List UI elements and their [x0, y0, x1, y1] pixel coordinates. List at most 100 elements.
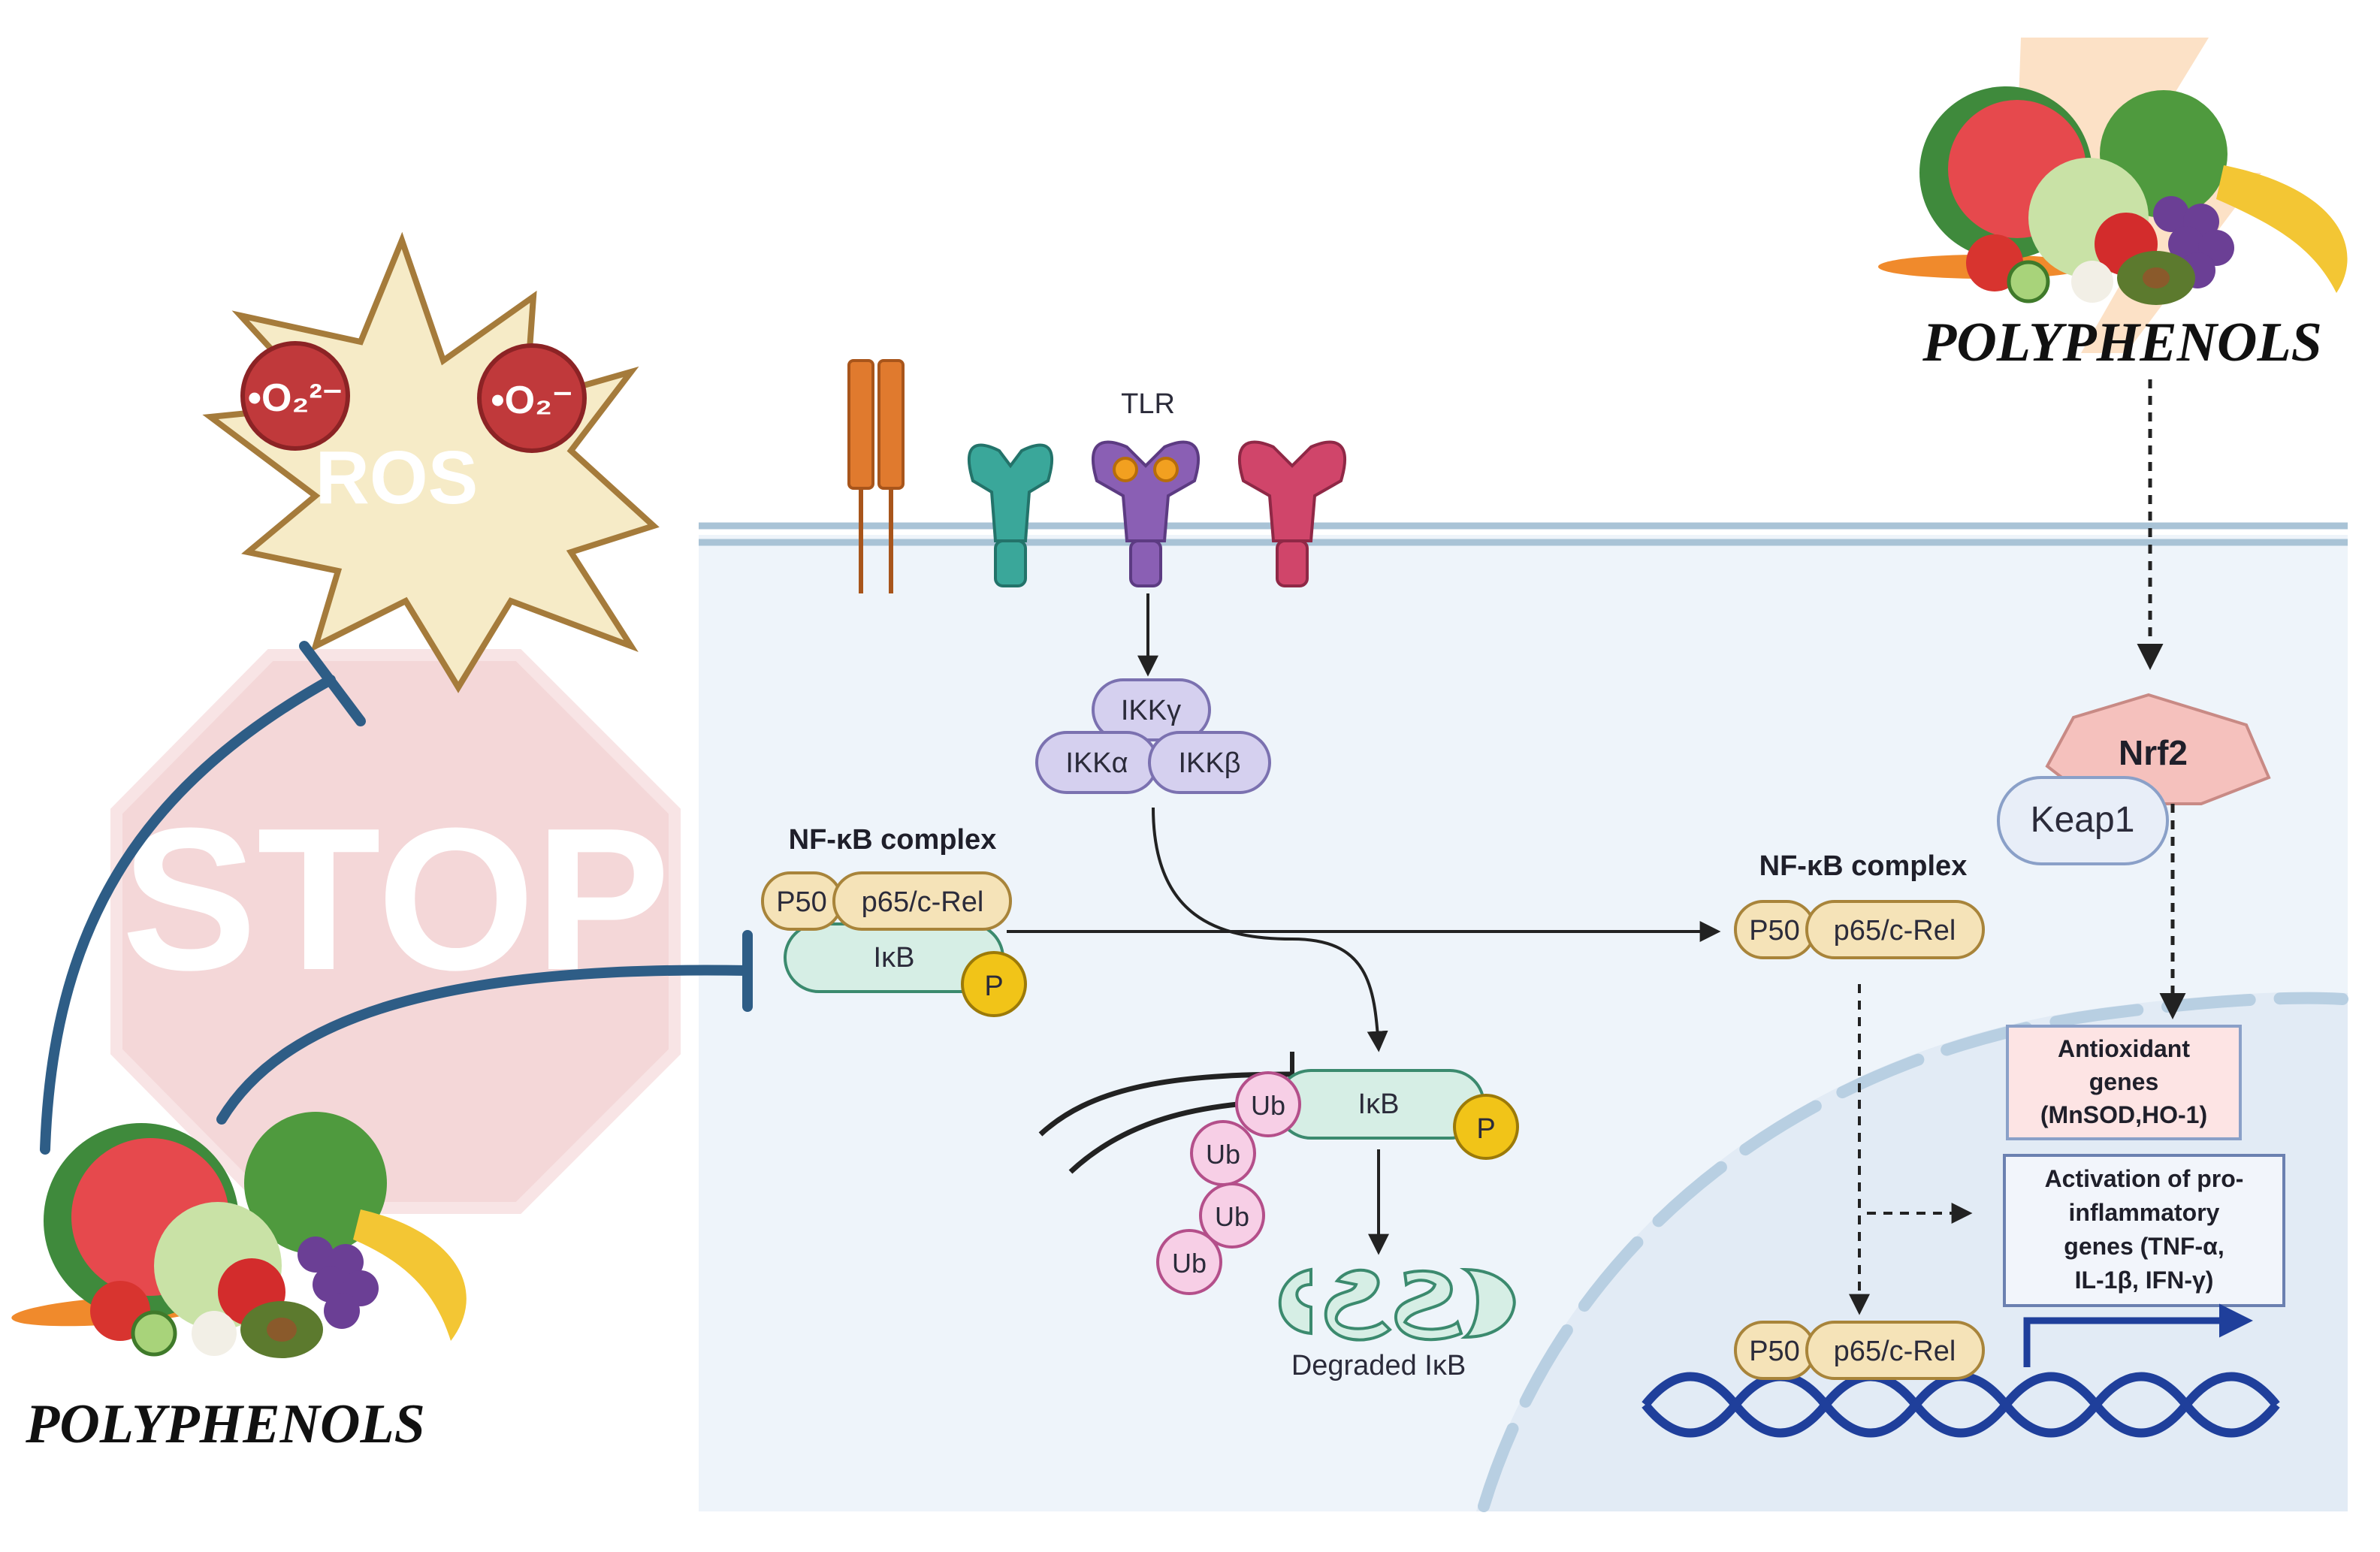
proinflammatory-box-shape [2003, 1154, 2285, 1307]
receptor-bar-left [847, 359, 874, 490]
stop-octagon [110, 649, 681, 1214]
nfkb-complex-bound: NF-κB complex IκB P P50 p65/c-Rel [761, 824, 1027, 1017]
antioxidant-line2: genes [2089, 1068, 2158, 1095]
banana-right-icon [2216, 165, 2348, 293]
nrf2-pathway: Nrf2 Keap1 [1997, 379, 2271, 1019]
garlic-icon [192, 1311, 237, 1356]
p65-label: p65/c-Rel [862, 886, 984, 918]
ub-1-label: Ub [1251, 1090, 1285, 1121]
fragment-1 [1278, 1267, 1312, 1336]
free-p65-label: p65/c-Rel [1834, 915, 1956, 947]
receptor-bar-right [877, 359, 905, 490]
proinflammatory-line1: Activation of pro- [2045, 1165, 2244, 1192]
avocado-right-pit-icon [2143, 267, 2170, 288]
nucleus-p65-label: p65/c-Rel [1834, 1336, 1956, 1367]
cell [699, 522, 2348, 1512]
receptor-teal-icon [968, 443, 1053, 587]
ub-4-shape [1156, 1229, 1222, 1295]
lettuce-icon [244, 1112, 387, 1255]
ub-3-label: Ub [1215, 1201, 1249, 1232]
nfkb-complex-nucleus: P50 p65/c-Rel [1734, 1321, 1985, 1380]
ub-phospho-shape [1453, 1094, 1519, 1160]
ub-1-shape [1235, 1071, 1301, 1137]
nuclear-translocation [1849, 984, 1973, 1315]
antioxidant-line1: Antioxidant [2058, 1035, 2190, 1062]
stop-sign: STOP [110, 649, 681, 1214]
polyphenols-right-label: POLYPHENOLS [1922, 312, 2322, 373]
tlr-ligand-left [1113, 457, 1138, 482]
grapes-right-icon [2153, 196, 2234, 288]
cucumber-right-icon [2007, 260, 2050, 303]
tlr-receptor-icon [1092, 440, 1200, 587]
proinflammatory-line2: inflammatory [2069, 1199, 2220, 1226]
ikk-gamma-label: IKKγ [1121, 695, 1181, 726]
signal-arrows [1007, 593, 1721, 1255]
p65-shape [832, 871, 1012, 931]
superoxide-a-circle [240, 341, 350, 451]
dna-strand-a [1642, 1372, 2280, 1438]
crimson-stem [1276, 539, 1309, 587]
ikb-label: IκB [874, 942, 915, 974]
tlr-label: TLR [1121, 388, 1175, 420]
polyphenols-food-left: POLYPHENOLS [11, 1112, 467, 1455]
ub-3-shape [1199, 1182, 1265, 1249]
keap1-shape [1997, 776, 2169, 865]
grape-r1 [2153, 196, 2189, 232]
grapes-icon [298, 1236, 379, 1329]
free-p65-shape [1805, 900, 1985, 959]
superoxide-anion-b: •O₂⁻ [477, 343, 587, 453]
ub-phospho-label: P [1476, 1113, 1495, 1145]
nrf2-label: Nrf2 [2119, 733, 2188, 772]
grape-1 [298, 1236, 334, 1273]
receptor-crimson-icon [1238, 440, 1346, 587]
free-p50-label: P50 [1749, 915, 1800, 947]
cucumber-icon [131, 1310, 177, 1357]
polyphenols-left-label: POLYPHENOLS [25, 1393, 425, 1455]
ikk-complex: IKKγ IKKα IKKβ [1035, 678, 1271, 794]
antioxidant-line3: (MnSOD,HO-1) [2040, 1101, 2207, 1128]
p50-label: P50 [776, 886, 827, 918]
transcription-arrow [2023, 1303, 2253, 1367]
ub-4-label: Ub [1172, 1248, 1207, 1279]
dimeric-receptor-icon [847, 359, 905, 593]
degraded-ikb-label: Degraded IκB [1291, 1350, 1466, 1381]
grape-5 [324, 1293, 360, 1329]
nfkb-complex-free: NF-κB complex P50 p65/c-Rel [1734, 850, 1985, 959]
membrane-receptors: TLR [847, 359, 1346, 593]
fragment-4 [1459, 1267, 1516, 1339]
nucleus-p65-shape [1805, 1321, 1985, 1380]
inhibition-arrows [40, 641, 753, 1155]
ros-burst: ROS •O₂²⁻ •O₂⁻ [202, 231, 660, 693]
inhibit-ros-bar [299, 641, 366, 726]
superoxide-a-label: •O₂²⁻ [248, 376, 343, 420]
tlr-ligand-right [1153, 457, 1179, 482]
superoxide-b-circle [477, 343, 587, 453]
polyphenols-right: POLYPHENOLS [1878, 38, 2348, 373]
phospho-label: P [984, 971, 1003, 1002]
ubiquitin-chain [1156, 1071, 1301, 1295]
tlr-stem [1129, 539, 1162, 587]
superoxide-b-label: •O₂⁻ [491, 379, 572, 422]
ros-label: ROS [316, 436, 479, 520]
ubiquitination: IκB P Ub Ub Ub Ub Degraded IκB [1038, 1052, 1519, 1381]
phospho-shape [961, 951, 1027, 1017]
ikk-beta-shape [1148, 731, 1271, 794]
ikk-alpha-label: IKKα [1065, 747, 1128, 779]
fragment-3 [1394, 1269, 1463, 1342]
inhibit-nfkb-line [216, 965, 753, 1125]
ikk-gamma-shape [1092, 678, 1211, 741]
inhibit-ros-line [40, 675, 336, 1155]
teal-stem [994, 539, 1027, 587]
crimson-arms [1238, 440, 1346, 542]
ub-ikb-label: IκB [1358, 1089, 1400, 1120]
nfkb-complex-title: NF-κB complex [789, 824, 997, 856]
nucleus-p50-label: P50 [1749, 1336, 1800, 1367]
superoxide-anion-a: •O₂²⁻ [240, 341, 350, 451]
ub-2-label: Ub [1206, 1139, 1240, 1170]
banana-icon [353, 1209, 467, 1341]
garlic-right-icon [2071, 261, 2113, 303]
avocado-pit-icon [267, 1318, 297, 1342]
ikk-beta-label: IKKβ [1178, 747, 1240, 779]
proinflammatory-line3: genes (TNF-α, [2064, 1233, 2224, 1260]
